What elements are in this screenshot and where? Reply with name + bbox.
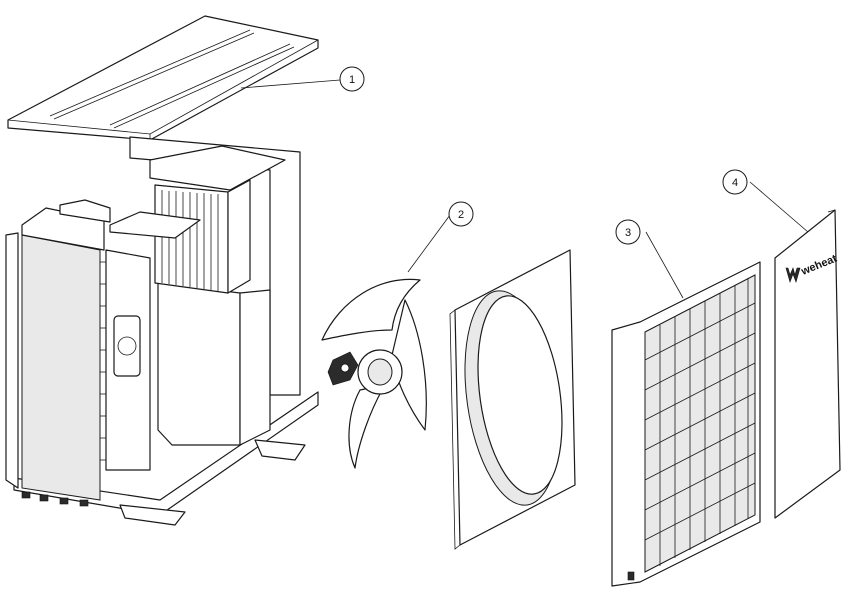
fan: [321, 278, 427, 469]
callout-1: 1: [240, 66, 365, 92]
front-grille: [611, 261, 761, 587]
grille-slats: [644, 278, 756, 566]
callout-2-label: 2: [458, 209, 464, 221]
callout-2: 2: [407, 201, 474, 273]
callout-4-label: 4: [732, 177, 738, 189]
unit-body: [5, 136, 319, 526]
fan-shroud: [449, 249, 576, 550]
callout-1-label: 1: [349, 74, 355, 86]
callout-3-label: 3: [625, 227, 631, 239]
callout-4: 4: [722, 169, 809, 233]
top-panel: [7, 15, 319, 141]
heat-sink-fins: [161, 190, 219, 291]
callout-3: 3: [615, 219, 684, 299]
side-cover-panel: weheat: [774, 209, 841, 519]
